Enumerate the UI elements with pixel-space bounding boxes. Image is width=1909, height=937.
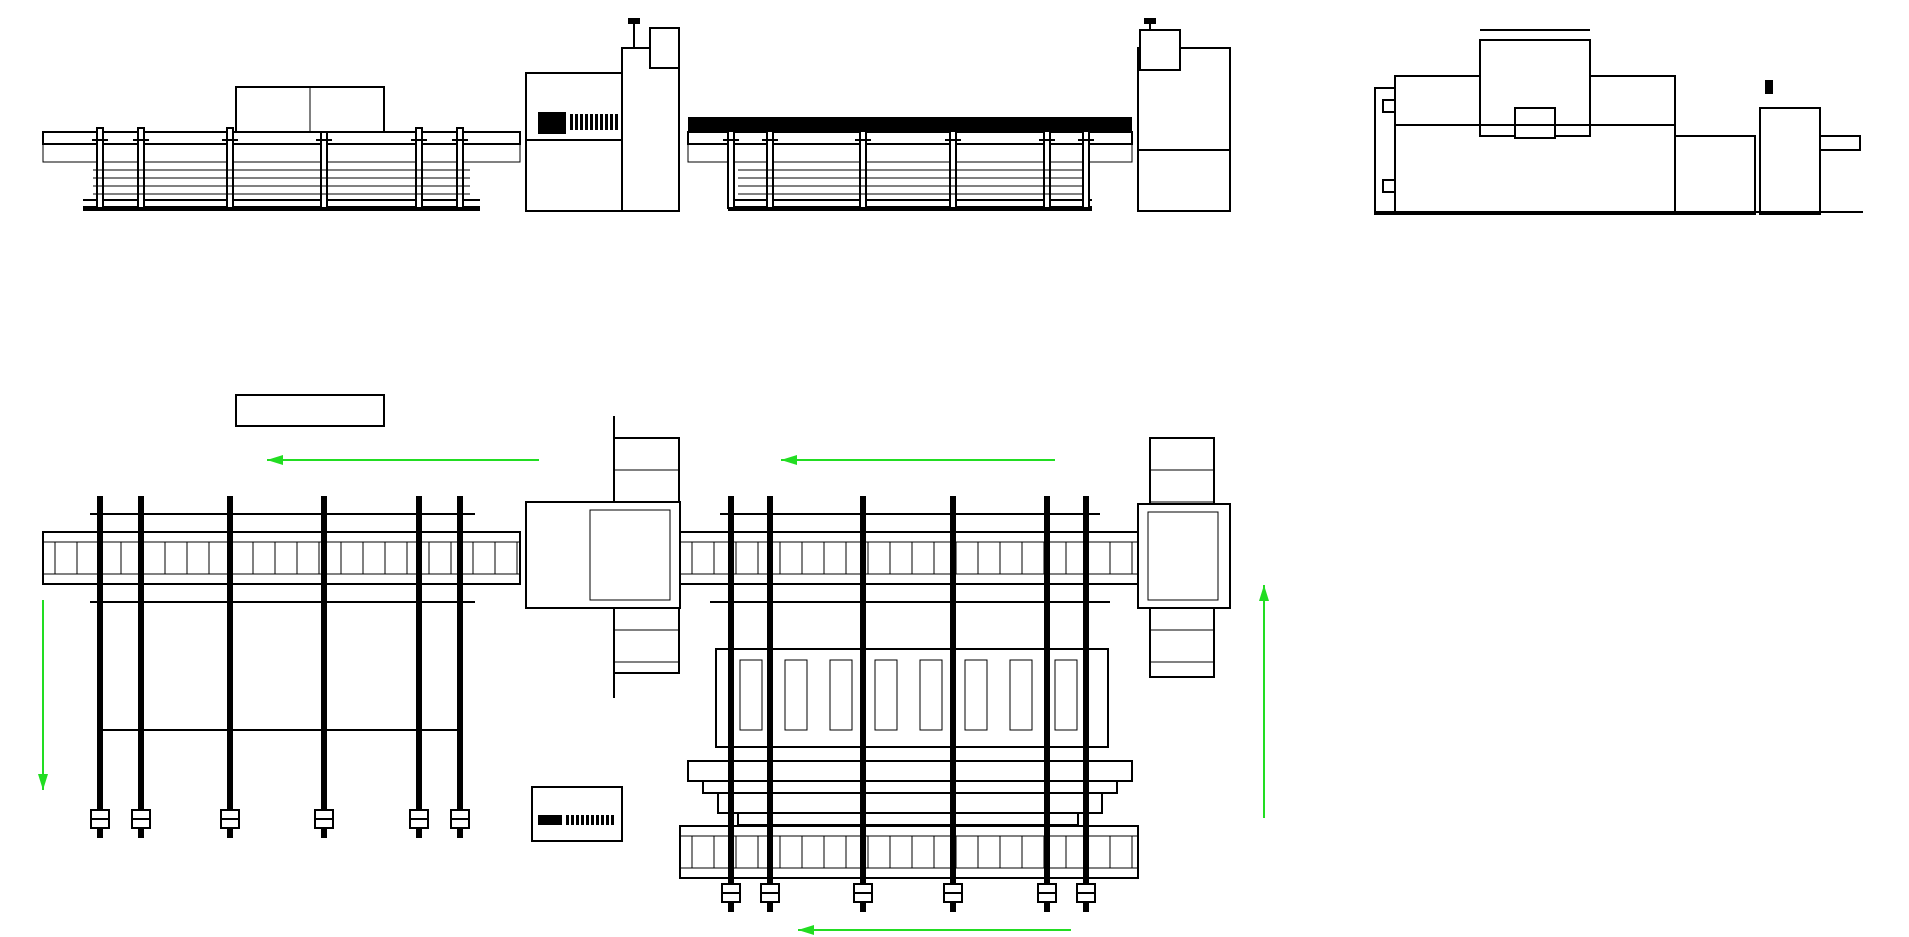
bottom-conveyor-plan — [679, 825, 1139, 879]
press-cylinder — [784, 659, 808, 731]
button-row — [610, 114, 613, 130]
left-conveyor-rail — [42, 143, 521, 163]
plan-view — [42, 394, 1231, 912]
panel-button — [596, 815, 599, 825]
button-row — [590, 114, 593, 130]
press-table — [687, 760, 1133, 782]
press-cylinder — [874, 659, 898, 731]
side-outfeed — [1819, 135, 1861, 151]
press-beam — [688, 117, 1132, 132]
middle-post — [1044, 496, 1050, 912]
transfer-unit-left-inner — [589, 509, 671, 601]
press-cylinder — [1054, 659, 1078, 731]
press-cylinder — [919, 659, 943, 731]
panel-button — [611, 815, 614, 825]
middle-post — [860, 496, 866, 912]
side-die — [1514, 107, 1556, 139]
middle-conveyor-foot — [728, 206, 1092, 211]
panel-button — [576, 815, 579, 825]
control-panel-plan — [531, 786, 623, 842]
middle-post — [728, 496, 734, 912]
middle-conveyor-rail — [687, 143, 1133, 163]
left-conveyor-post — [415, 127, 423, 209]
arrowhead-up-icon — [1259, 585, 1269, 601]
button-row — [575, 114, 578, 130]
button-row — [585, 114, 588, 130]
left-conveyor-post — [456, 127, 464, 209]
side-lower-frame — [1674, 135, 1756, 215]
button-row — [605, 114, 608, 130]
left-conveyor-post — [226, 127, 234, 209]
button-row — [600, 114, 603, 130]
tower-beacon — [1144, 18, 1156, 24]
panel-button — [571, 815, 574, 825]
press-assembly — [715, 648, 1109, 748]
side-beacon — [1765, 80, 1773, 94]
button-row — [570, 114, 573, 130]
panel-button — [586, 815, 589, 825]
tower-left — [621, 47, 680, 212]
button-row — [615, 114, 618, 130]
left-post — [457, 496, 463, 838]
left-conveyor-top-rail — [42, 131, 521, 145]
panel-display — [538, 815, 562, 825]
left-post — [227, 496, 233, 838]
button-row — [595, 114, 598, 130]
tower-right — [1137, 47, 1231, 212]
press-cylinder — [1009, 659, 1033, 731]
press-layer — [702, 780, 1118, 794]
press-cylinder — [739, 659, 763, 731]
left-post — [138, 496, 144, 838]
control-cabinet — [525, 72, 623, 212]
arrowhead-down-icon — [38, 774, 48, 790]
transfer-unit-right — [1137, 503, 1231, 609]
press-layer — [737, 812, 1079, 826]
left-post — [97, 496, 103, 838]
left-post — [321, 496, 327, 838]
panel-button — [606, 815, 609, 825]
front-elevation-view — [42, 18, 1231, 212]
button-row — [580, 114, 583, 130]
middle-post — [767, 496, 773, 912]
panel-button — [566, 815, 569, 825]
arrowhead-left-icon — [781, 455, 797, 465]
reel-box — [1139, 29, 1181, 71]
middle-post — [950, 496, 956, 912]
hmi-screen — [538, 112, 566, 134]
left-conveyor-post — [137, 127, 145, 209]
panel-button — [591, 815, 594, 825]
side-elevation-view — [1374, 29, 1863, 215]
nameplate-box — [235, 394, 385, 427]
arrowhead-left-icon — [267, 455, 283, 465]
flow-arrows — [38, 455, 1269, 935]
middle-conveyor-top-rail — [687, 131, 1133, 145]
side-unwinder — [1759, 107, 1821, 215]
panel-button — [601, 815, 604, 825]
left-conveyor-foot — [83, 206, 480, 211]
middle-post — [1083, 496, 1089, 912]
transfer-unit-right-inner — [1147, 511, 1219, 601]
arrowhead-left-icon — [798, 925, 814, 935]
left-post — [416, 496, 422, 838]
transfer-unit-left — [525, 501, 681, 609]
middle-conveyor-plan — [679, 531, 1139, 585]
reel-box — [649, 27, 680, 69]
left-conveyor-post — [96, 127, 104, 209]
press-cylinder — [964, 659, 988, 731]
left-conveyor-plan — [42, 531, 521, 585]
press-cylinder — [829, 659, 853, 731]
panel-button — [581, 815, 584, 825]
